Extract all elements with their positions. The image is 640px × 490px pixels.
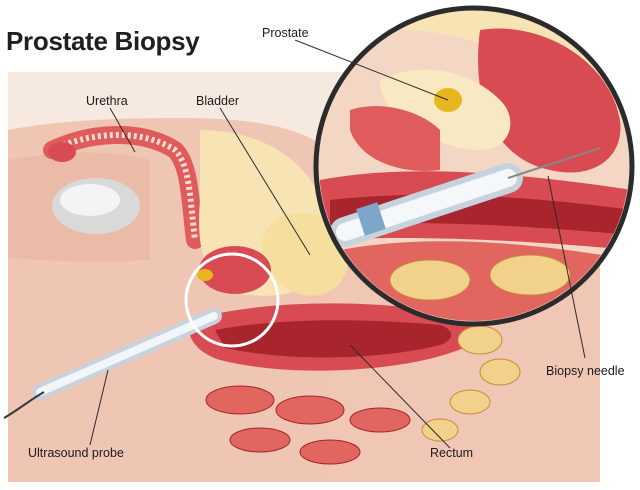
- sacrum-bones: [421, 325, 521, 442]
- urethra-label: Urethra: [86, 94, 128, 108]
- diagram-title: Prostate Biopsy: [6, 26, 200, 56]
- leader-lines: [89, 39, 586, 449]
- magnified-inset: [313, 5, 635, 327]
- intestine-folds: [205, 385, 411, 465]
- biopsy-needle-label: Biopsy needle: [546, 364, 625, 378]
- zoom-source-circle: [184, 252, 280, 348]
- testicle-highlight: [60, 184, 120, 216]
- urethra-tube: [50, 132, 198, 241]
- bladder-label: Bladder: [196, 94, 240, 108]
- prostate-gland-small: [197, 269, 213, 281]
- ultrasound-probe-label: Ultrasound probe: [28, 446, 124, 460]
- rectum-label: Rectum: [430, 446, 474, 460]
- glans-shape: [48, 142, 76, 162]
- rectum-inner: [215, 320, 452, 358]
- ultrasound-probe-shape: [3, 308, 222, 419]
- bladder-organ: [261, 213, 351, 296]
- prostate-label: Prostate: [262, 26, 309, 40]
